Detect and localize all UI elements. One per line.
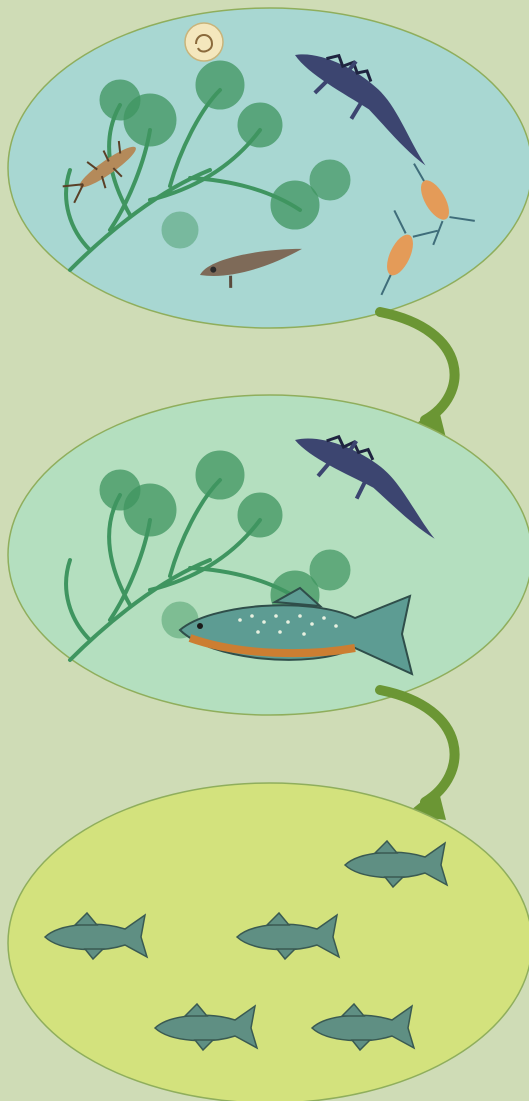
panel-1-ellipse [8, 8, 529, 328]
panel-2-ellipse [8, 395, 529, 715]
egg-icon [185, 23, 223, 61]
